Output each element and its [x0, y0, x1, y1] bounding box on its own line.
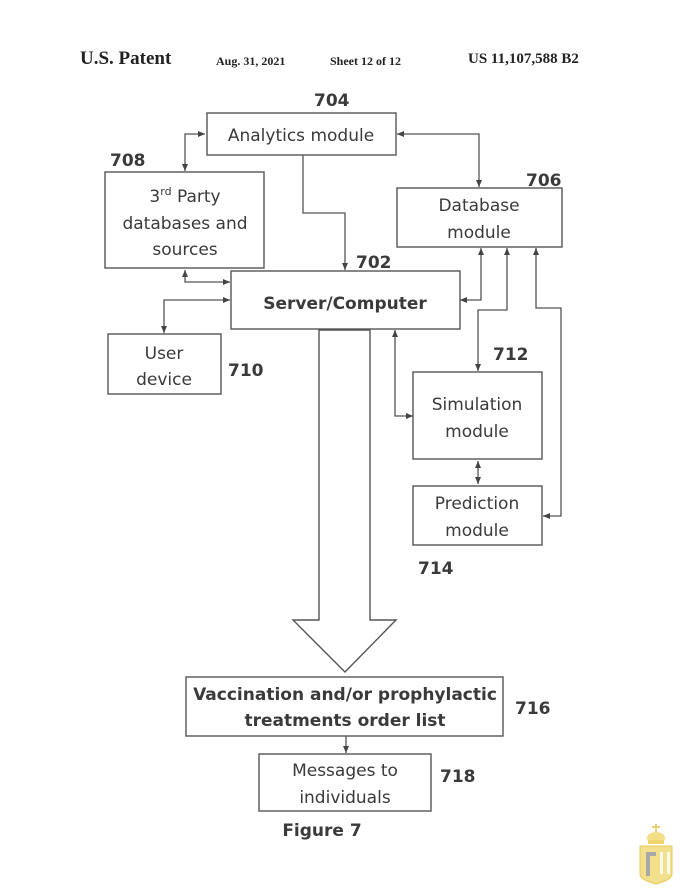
figure-caption: Figure 7 [282, 821, 361, 841]
edge-server-orderlist-big-arrow [291, 329, 398, 673]
edge-server-simulation [392, 330, 413, 419]
ref-708: 708 [110, 151, 146, 171]
node-user-device-line1: User [145, 344, 184, 364]
node-third-party-line2: databases and [122, 214, 247, 234]
edge-server-userdevice [161, 297, 230, 333]
patent-header-title: U.S. Patent [80, 48, 172, 69]
node-simulation-line1: Simulation [432, 395, 523, 415]
ref-704: 704 [314, 91, 350, 111]
ref-710: 710 [228, 361, 264, 381]
node-order-list-line1: Vaccination and/or prophylactic [193, 685, 497, 705]
connectors [161, 131, 562, 753]
node-simulation: Simulation module 712 [412, 345, 543, 460]
edge-analytics-database [397, 131, 482, 187]
edge-database-prediction [533, 248, 562, 519]
ref-718: 718 [440, 767, 476, 787]
ref-714: 714 [418, 559, 454, 579]
patent-header-number: US 11,107,588 B2 [468, 51, 579, 67]
node-server-label: Server/Computer [263, 294, 427, 314]
node-third-party-line3: sources [152, 240, 217, 260]
edge-analytics-server [302, 155, 348, 270]
node-database: Database module 706 [396, 171, 563, 248]
node-prediction-line2: module [445, 521, 509, 541]
crest-logo-icon [639, 824, 673, 885]
node-order-list-line2: treatments order list [244, 711, 445, 731]
edge-analytics-thirdparty [182, 131, 205, 171]
node-analytics: Analytics module 704 [206, 91, 397, 156]
node-messages: Messages to individuals 718 [258, 753, 476, 812]
node-order-list: Vaccination and/or prophylactic treatmen… [185, 676, 551, 737]
edge-thirdparty-server [182, 270, 230, 285]
patent-header-sheet: Sheet 12 of 12 [330, 54, 401, 68]
node-analytics-label: Analytics module [228, 126, 374, 146]
node-third-party-line1: 3rd Party [149, 185, 220, 207]
node-simulation-line2: module [445, 422, 509, 442]
edge-database-simulation [475, 248, 510, 371]
patent-header-date: Aug. 31, 2021 [216, 54, 286, 68]
node-prediction: Prediction module 714 [412, 485, 543, 579]
edge-server-database [460, 248, 484, 303]
ref-712: 712 [493, 345, 529, 365]
node-third-party: 3rd Party databases and sources 708 [104, 151, 265, 269]
node-messages-line2: individuals [299, 788, 391, 808]
ref-702: 702 [356, 253, 392, 273]
node-prediction-line1: Prediction [435, 494, 519, 514]
ref-716: 716 [515, 699, 551, 719]
node-user-device: User device 710 [107, 333, 264, 395]
node-server: Server/Computer 702 [230, 253, 461, 330]
node-database-line2: module [447, 223, 511, 243]
ref-706: 706 [526, 171, 562, 191]
node-user-device-line2: device [136, 370, 192, 390]
node-database-line1: Database [438, 196, 519, 216]
node-messages-line1: Messages to [292, 761, 398, 781]
